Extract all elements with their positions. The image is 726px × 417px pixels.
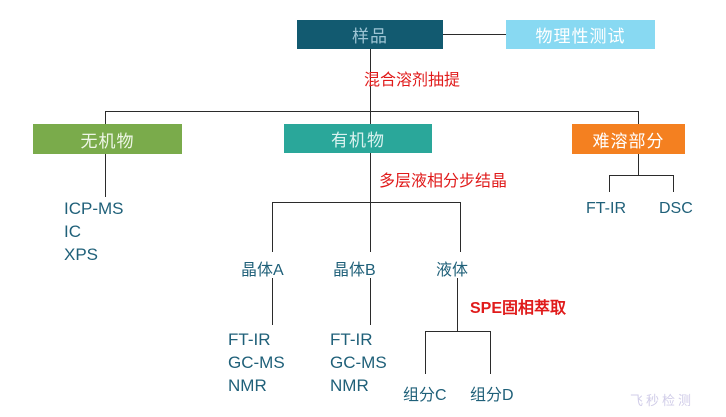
node-physical-test[interactable]: 物理性测试 <box>506 20 655 49</box>
analysis-insoluble-dsc: DSC <box>659 200 693 217</box>
watermark-label: 飞秒检测 <box>630 393 695 408</box>
connector-inorganic-to-methods <box>105 154 106 197</box>
node-insoluble-label: 难溶部分 <box>592 131 665 151</box>
node-insoluble[interactable]: 难溶部分 <box>572 124 685 154</box>
analysis-crystal-b-methods: FT-IR GC-MS NMR <box>330 330 387 395</box>
connector-drop-component-d <box>490 331 491 374</box>
connector-sample-trunk <box>370 49 371 111</box>
connector-drop-component-c <box>425 331 426 374</box>
connector-drop-ftir-insoluble <box>609 175 610 192</box>
node-sample-label: 样品 <box>352 27 388 46</box>
connector-insoluble-trunk <box>638 154 639 175</box>
connector-drop-liquid <box>460 202 461 252</box>
connector-category-bar <box>105 111 639 112</box>
node-component-c[interactable]: 组分C <box>403 387 447 404</box>
analysis-inorganic-methods: ICP-MS IC XPS <box>64 199 124 264</box>
connector-sample-to-physical <box>443 34 506 35</box>
process-label-spe-extraction: SPE固相萃取 <box>470 300 567 317</box>
process-label-mixed-solvent-extraction: 混合溶剂抽提 <box>364 72 461 89</box>
connector-insoluble-bar <box>609 175 674 176</box>
node-sample[interactable]: 样品 <box>297 20 443 49</box>
node-physical-test-label: 物理性测试 <box>535 27 626 46</box>
node-liquid[interactable]: 液体 <box>436 262 469 279</box>
node-inorganic-label: 无机物 <box>80 131 135 151</box>
connector-drop-inorganic <box>105 111 106 124</box>
node-crystal-a[interactable]: 晶体A <box>241 262 284 279</box>
connector-drop-dsc <box>673 175 674 192</box>
node-organic-label: 有机物 <box>331 131 385 150</box>
node-crystal-b[interactable]: 晶体B <box>333 262 376 279</box>
connector-drop-organic <box>370 111 371 124</box>
process-label-multilayer-crystallization: 多层液相分步结晶 <box>379 173 508 190</box>
analysis-crystal-a-methods: FT-IR GC-MS NMR <box>228 330 285 395</box>
connector-organic-trunk <box>370 153 371 202</box>
node-organic[interactable]: 有机物 <box>284 124 432 153</box>
connector-drop-insoluble <box>638 111 639 124</box>
analysis-insoluble-ftir: FT-IR <box>586 200 626 217</box>
connector-crystal-b-to-methods <box>370 278 371 325</box>
connector-drop-crystal-a <box>272 202 273 252</box>
connector-spe-bar <box>425 331 490 332</box>
connector-crystal-bar <box>272 202 460 203</box>
node-component-d[interactable]: 组分D <box>470 387 514 404</box>
connector-liquid-trunk <box>457 278 458 331</box>
node-inorganic[interactable]: 无机物 <box>33 124 182 154</box>
connector-crystal-a-to-methods <box>272 278 273 325</box>
connector-drop-crystal-b <box>370 202 371 252</box>
